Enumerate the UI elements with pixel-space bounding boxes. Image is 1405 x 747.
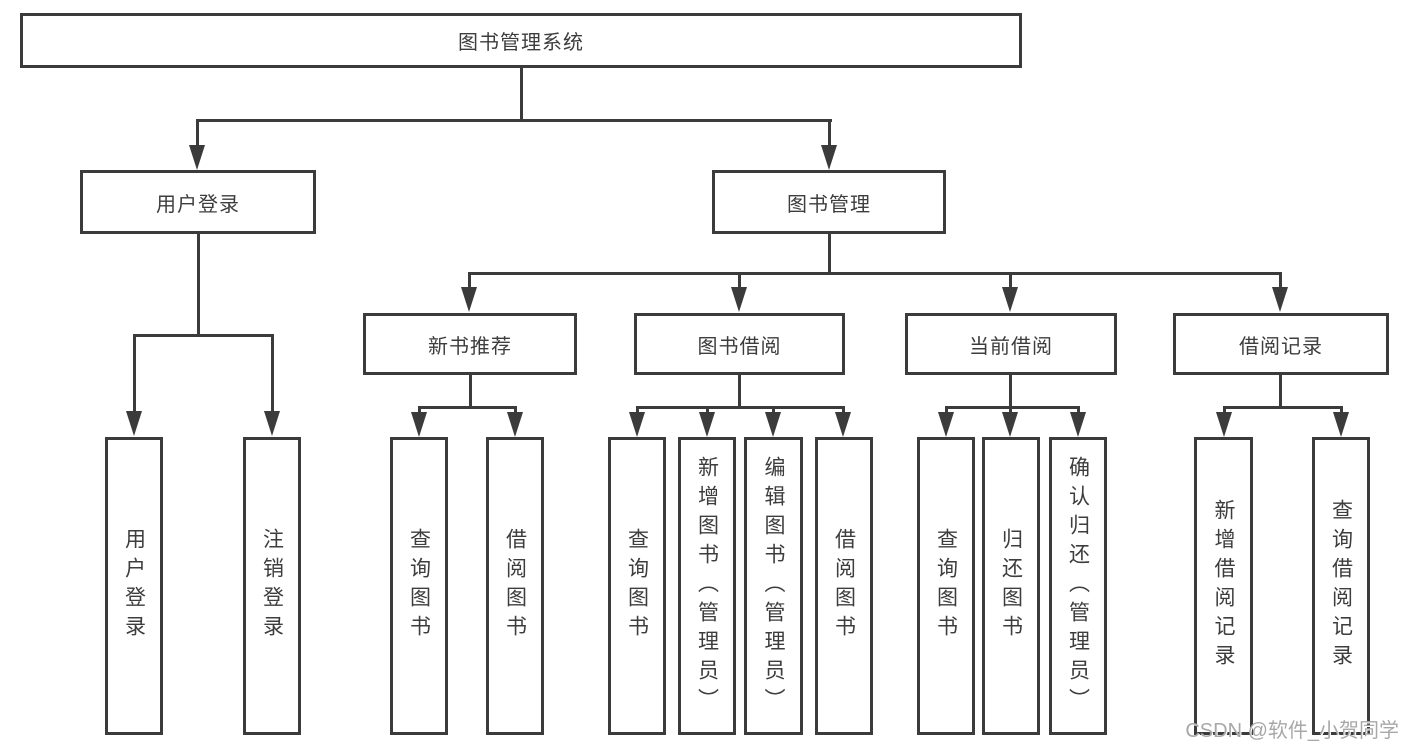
node-root-label: 图书管理系统 (458, 32, 584, 54)
leaf-confirm-return-admin-label: 确认归还（管理员） (1066, 455, 1090, 717)
leaf-query-books-current: 查询图书 (917, 437, 975, 735)
connector-drop (738, 272, 741, 290)
leaf-query-borrow-record: 查询借阅记录 (1312, 437, 1370, 735)
leaf-user-login-label: 用户登录 (122, 528, 146, 644)
arrowhead-down-icon (938, 412, 954, 437)
arrowhead-down-icon (461, 287, 477, 312)
node-user-login-label: 用户登录 (156, 193, 240, 216)
connector-drop (772, 406, 775, 414)
connector-drop (1279, 272, 1282, 290)
connector-drop (1009, 406, 1012, 414)
connector-rail (133, 334, 274, 337)
node-book-management-label: 图书管理 (787, 193, 871, 216)
node-current-borrow-label: 当前借阅 (969, 335, 1053, 358)
connector-drop (133, 334, 136, 412)
arrowhead-down-icon (126, 411, 142, 436)
arrowhead-down-icon (1002, 287, 1018, 312)
connector-drop (468, 272, 471, 290)
node-new-book-recommend-label: 新书推荐 (428, 335, 512, 358)
connector-drop (636, 406, 639, 414)
leaf-logout: 注销登录 (243, 437, 301, 735)
connector-drop (271, 334, 274, 412)
connector-drop (842, 406, 845, 414)
arrowhead-down-icon (699, 412, 715, 437)
node-root: 图书管理系统 (20, 13, 1022, 68)
connector-drop (828, 119, 831, 147)
arrowhead-down-icon (411, 412, 427, 437)
leaf-query-books-recommend-label: 查询图书 (407, 528, 431, 644)
connector-rail (636, 406, 845, 409)
leaf-return-book-label: 归还图书 (999, 528, 1023, 644)
connector-drop (945, 406, 948, 414)
arrowhead-down-icon (1272, 287, 1288, 312)
connector-drop (706, 406, 709, 414)
node-book-management: 图书管理 (712, 170, 946, 234)
arrowhead-down-icon (765, 412, 781, 437)
connector-stem (738, 375, 741, 409)
arrowhead-down-icon (731, 287, 747, 312)
watermark-text: CSDN @软件_小贺同学 (1185, 720, 1399, 742)
connector-drop (1223, 406, 1226, 414)
leaf-borrow-books-recommend-label: 借阅图书 (503, 528, 527, 644)
arrowhead-down-icon (821, 145, 837, 170)
arrowhead-down-icon (629, 412, 645, 437)
leaf-add-book-admin: 新增图书（管理员） (678, 437, 736, 735)
connector-drop (196, 119, 199, 147)
connector-stem (828, 232, 831, 275)
leaf-borrow-books-borrow: 借阅图书 (815, 437, 873, 735)
leaf-query-books-recommend: 查询图书 (390, 437, 448, 735)
leaf-query-books-borrow-label: 查询图书 (625, 528, 649, 644)
connector-rail (1223, 406, 1342, 409)
connector-drop (514, 406, 517, 414)
node-book-borrow: 图书借阅 (634, 313, 845, 375)
leaf-query-books-borrow: 查询图书 (608, 437, 666, 735)
leaf-borrow-books-recommend: 借阅图书 (486, 437, 544, 735)
connector-rail (945, 406, 1079, 409)
node-new-book-recommend: 新书推荐 (363, 313, 577, 375)
arrowhead-down-icon (507, 412, 523, 437)
arrowhead-down-icon (1216, 412, 1232, 437)
leaf-confirm-return-admin: 确认归还（管理员） (1049, 437, 1107, 735)
leaf-edit-book-admin: 编辑图书（管理员） (744, 437, 803, 735)
connector-rail (196, 119, 832, 122)
connector-drop (1077, 406, 1080, 414)
connector-rail (468, 272, 1282, 275)
node-user-login: 用户登录 (80, 170, 316, 234)
leaf-edit-book-admin-label: 编辑图书（管理员） (762, 455, 785, 717)
arrowhead-down-icon (835, 412, 851, 437)
connector-drop (418, 406, 421, 414)
leaf-borrow-books-borrow-label: 借阅图书 (832, 528, 856, 644)
leaf-logout-label: 注销登录 (260, 528, 284, 644)
connector-drop (1340, 406, 1343, 414)
node-borrow-records-label: 借阅记录 (1239, 335, 1323, 358)
leaf-query-borrow-record-label: 查询借阅记录 (1329, 499, 1353, 673)
leaf-add-borrow-record-label: 新增借阅记录 (1212, 499, 1235, 673)
node-current-borrow: 当前借阅 (905, 313, 1117, 375)
connector-stem (1279, 375, 1282, 409)
node-borrow-records: 借阅记录 (1173, 313, 1389, 375)
node-book-borrow-label: 图书借阅 (697, 335, 782, 358)
arrowhead-down-icon (1002, 412, 1018, 437)
connector-rail (418, 406, 517, 409)
connector-stem (197, 233, 200, 337)
connector-drop (1009, 272, 1012, 290)
arrowhead-down-icon (264, 411, 280, 436)
connector-stem (1009, 375, 1012, 409)
connector-stem (520, 67, 523, 122)
arrowhead-down-icon (189, 145, 205, 170)
arrowhead-down-icon (1333, 412, 1349, 437)
leaf-query-books-current-label: 查询图书 (934, 528, 958, 644)
leaf-user-login: 用户登录 (105, 437, 163, 735)
leaf-return-book: 归还图书 (982, 437, 1040, 735)
leaf-add-book-admin-label: 新增图书（管理员） (695, 455, 719, 717)
leaf-add-borrow-record: 新增借阅记录 (1194, 437, 1253, 735)
connector-stem (469, 375, 472, 409)
arrowhead-down-icon (1070, 412, 1086, 437)
